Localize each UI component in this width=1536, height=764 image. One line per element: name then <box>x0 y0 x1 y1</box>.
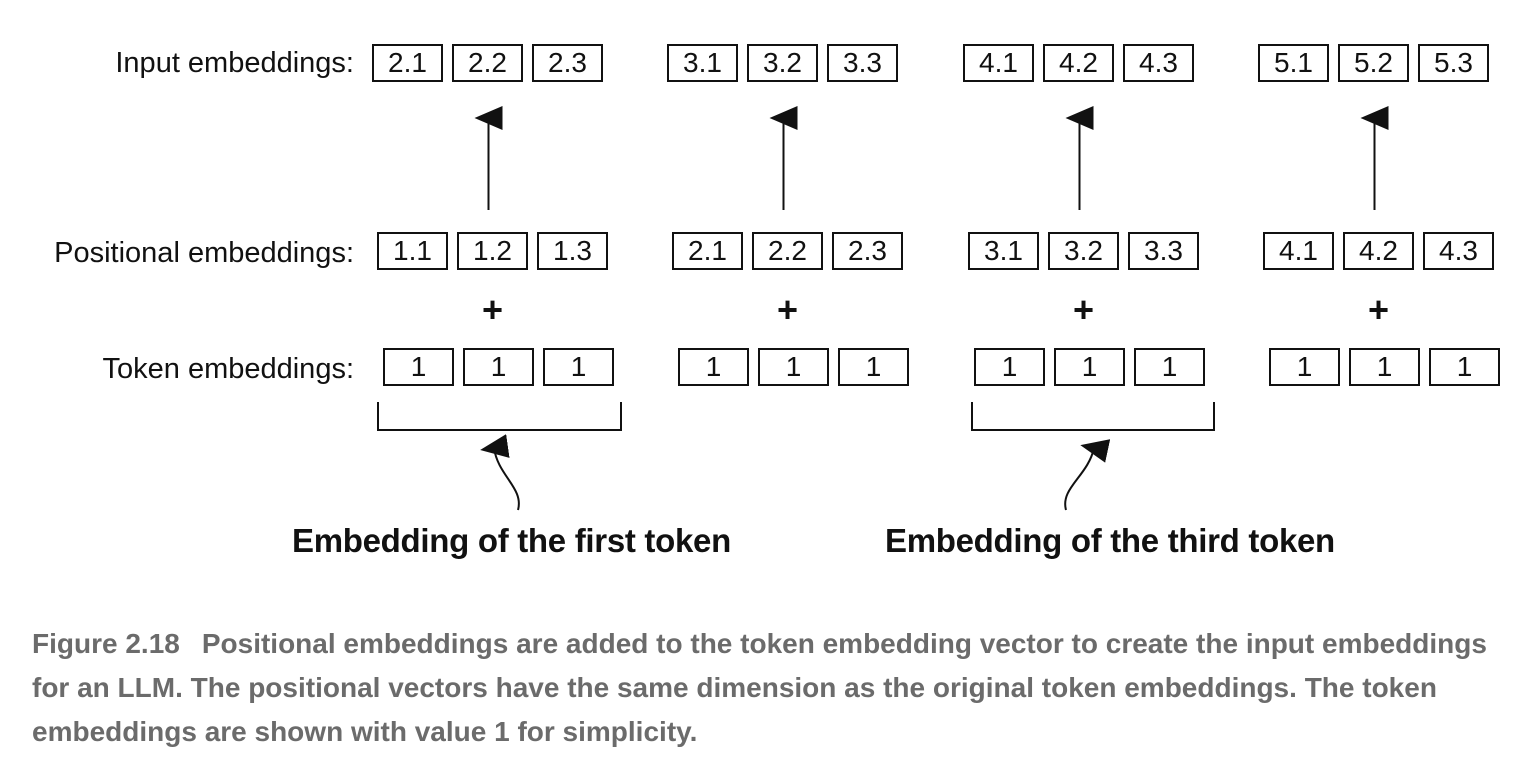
positional-cell-g3-3: 3.3 <box>1128 232 1199 270</box>
input-cell-g1-2: 2.2 <box>452 44 523 82</box>
positional-cell-g3-2: 3.2 <box>1048 232 1119 270</box>
input-cell-g4-2: 5.2 <box>1338 44 1409 82</box>
token-cell-g4-3: 1 <box>1429 348 1500 386</box>
input-cell-g2-2: 3.2 <box>747 44 818 82</box>
pointer-first-token <box>480 434 520 511</box>
positional-cell-g4-3: 4.3 <box>1423 232 1494 270</box>
positional-cell-g2-2: 2.2 <box>752 232 823 270</box>
positional-cell-g2-1: 2.1 <box>672 232 743 270</box>
positional-cell-g1-3: 1.3 <box>537 232 608 270</box>
plus-sign-1: + <box>481 289 504 330</box>
token-embeddings-label: Token embeddings: <box>102 353 355 385</box>
input-cell-g4-3: 5.3 <box>1418 44 1489 82</box>
figure-number: Figure 2.18 <box>32 628 180 659</box>
callout-first-token: Embedding of the first token <box>292 522 731 559</box>
input-cell-g1-3: 2.3 <box>532 44 603 82</box>
positional-cell-g2-3: 2.3 <box>832 232 903 270</box>
token-cell-g3-3: 1 <box>1134 348 1205 386</box>
positional-cell-g3-1: 3.1 <box>968 232 1039 270</box>
caption-text: Positional embeddings are added to the t… <box>32 628 1487 747</box>
input-embeddings-label: Input embeddings: <box>115 47 354 79</box>
token-cell-g3-2: 1 <box>1054 348 1125 386</box>
token-cell-g1-1: 1 <box>383 348 454 386</box>
positional-embeddings-label: Positional embeddings: <box>54 237 354 269</box>
token-cell-g2-3: 1 <box>838 348 909 386</box>
callout-third-token: Embedding of the third token <box>885 522 1335 559</box>
plus-sign-3: + <box>1072 289 1095 330</box>
positional-cell-g4-1: 4.1 <box>1263 232 1334 270</box>
positional-cell-g4-2: 4.2 <box>1343 232 1414 270</box>
pointer-third-token <box>1064 439 1111 511</box>
input-cell-g3-2: 4.2 <box>1043 44 1114 82</box>
plus-sign-4: + <box>1367 289 1390 330</box>
token-cell-g1-2: 1 <box>463 348 534 386</box>
token-cell-g4-1: 1 <box>1269 348 1340 386</box>
bracket-third-token <box>971 402 1215 431</box>
token-cell-g3-1: 1 <box>974 348 1045 386</box>
input-cell-g2-3: 3.3 <box>827 44 898 82</box>
positional-cell-g1-2: 1.2 <box>457 232 528 270</box>
bracket-first-token <box>377 402 622 431</box>
input-cell-g3-1: 4.1 <box>963 44 1034 82</box>
positional-cell-g1-1: 1.1 <box>377 232 448 270</box>
token-cell-g2-2: 1 <box>758 348 829 386</box>
input-cell-g3-3: 4.3 <box>1123 44 1194 82</box>
input-cell-g1-1: 2.1 <box>372 44 443 82</box>
token-cell-g1-3: 1 <box>543 348 614 386</box>
token-cell-g4-2: 1 <box>1349 348 1420 386</box>
plus-sign-2: + <box>776 289 799 330</box>
input-cell-g4-1: 5.1 <box>1258 44 1329 82</box>
token-cell-g2-1: 1 <box>678 348 749 386</box>
input-cell-g2-1: 3.1 <box>667 44 738 82</box>
